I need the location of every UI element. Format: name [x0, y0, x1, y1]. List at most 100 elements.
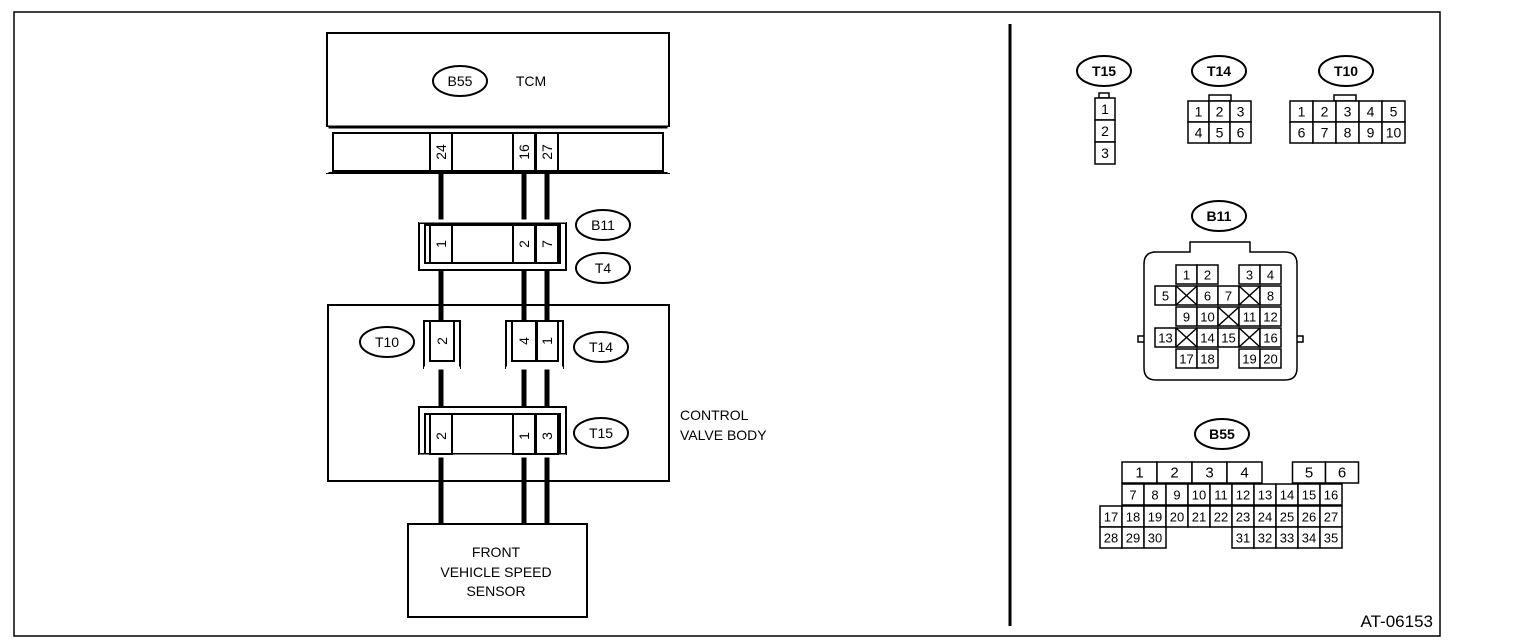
b55-face-pin-23: 23: [1236, 510, 1250, 525]
b11-face-pin-5: 5: [1162, 289, 1169, 304]
b11-face-pin-18-cell: [1196, 348, 1219, 369]
b11-pin-1: 1: [433, 240, 449, 248]
sensor-label-line2: VEHICLE SPEED: [440, 564, 551, 580]
t10-pin-2: 2: [434, 337, 450, 345]
sensor-label-line1: FRONT: [472, 544, 521, 560]
b55-face-pin-32: 32: [1258, 531, 1272, 546]
b11-face-pin-17: 17: [1179, 352, 1193, 367]
tcm-unit: 24 16 27 B55 TCM: [325, 32, 671, 174]
b55-face-pin-34: 34: [1302, 531, 1316, 546]
b55-face-pin-6-cell: [1324, 461, 1360, 484]
t15-face-pin-1: 1: [1101, 101, 1109, 117]
t10-face-pin-7: 7: [1321, 125, 1329, 141]
b55-face-pin-8: 8: [1151, 488, 1158, 503]
b55-face-pin-24: 24: [1258, 510, 1272, 525]
tcm-label: TCM: [516, 73, 546, 89]
b11-face-pin-16-cell: [1259, 327, 1282, 348]
b11-face-pin-11: 11: [1243, 310, 1257, 325]
b55-face-pin-6: 6: [1338, 465, 1346, 482]
t10-face-pin-10: 10: [1386, 125, 1402, 141]
b55-face-pin-5: 5: [1305, 465, 1313, 482]
b55-face-pin-29: 29: [1126, 531, 1140, 546]
t14-pin-1: 1: [539, 337, 555, 345]
t14-face-pin-1: 1: [1195, 104, 1203, 120]
b55-face-pin-10: 10: [1192, 488, 1206, 503]
b11-face-pin-3: 3: [1246, 268, 1253, 283]
b11-face-pin-14: 14: [1200, 331, 1214, 346]
t15-connector-label: T15: [589, 425, 613, 441]
b11-face-pin-20-cell: [1259, 348, 1282, 369]
t10-face-pin-3: 3: [1344, 104, 1352, 120]
b55-face-pin-26: 26: [1302, 510, 1316, 525]
b11-pin-2: 2: [516, 240, 532, 248]
b11-face-pin-4-cell: [1259, 264, 1282, 285]
t15-face-tag: [1076, 55, 1132, 87]
t14-connector-label: T14: [589, 339, 613, 355]
t10-face-pin-8: 8: [1344, 125, 1352, 141]
t10-face-pin-10-cell: [1381, 121, 1406, 144]
t14-face-tag: [1191, 55, 1247, 87]
t14-face-pin-6: 6: [1237, 125, 1245, 141]
sensor-label-line3: SENSOR: [466, 583, 525, 599]
b11-face-pin-12-cell: [1259, 306, 1282, 327]
b11-face-pin-12: 12: [1263, 310, 1277, 325]
t10-face-pin-9: 9: [1367, 125, 1375, 141]
b11-face-pin-13: 13: [1158, 331, 1172, 346]
b55-face-pin-31: 31: [1236, 531, 1250, 546]
t15-pin-1: 1: [516, 432, 532, 440]
b55-face-pin-25: 25: [1280, 510, 1294, 525]
b55-connector-label: B55: [448, 73, 473, 89]
b55-face-pin-9: 9: [1173, 488, 1180, 503]
t14-face-pin-2: 2: [1216, 104, 1224, 120]
t10-face-tag: [1318, 55, 1374, 87]
b55-face-pin-16-cell: [1319, 483, 1343, 506]
t15-face-pin-3-cell: [1094, 141, 1116, 165]
t15-face-label: T15: [1092, 63, 1116, 79]
t14-connector: 4 1 T14: [505, 320, 629, 370]
b11-face-pin-2-cell: [1196, 264, 1219, 285]
valve-body-label-line1: CONTROL: [680, 407, 749, 423]
t14-face-pin-3: 3: [1237, 104, 1245, 120]
t10-connector-label: T10: [375, 334, 399, 350]
t14-connector-tag: [573, 331, 629, 363]
b55-face-pin-4: 4: [1240, 465, 1248, 482]
b55-face-pin-30-cell: [1143, 526, 1167, 549]
t15-pin-3: 3: [539, 432, 555, 440]
b55-face-pin-4-cell: [1226, 461, 1263, 484]
b11-face-pin-19: 19: [1242, 352, 1256, 367]
b11-face-label: B11: [1207, 208, 1232, 224]
b55-face-pin-11: 11: [1214, 488, 1228, 503]
b55-face-pin-14: 14: [1280, 488, 1294, 503]
b55-face-pin-3: 3: [1205, 465, 1213, 482]
diagram-frame: [13, 11, 1441, 637]
b55-face-pin-33: 33: [1280, 531, 1294, 546]
b55-face-pin-1: 1: [1135, 465, 1143, 482]
b11-face-tag: [1191, 200, 1247, 232]
t15-face-pin-3: 3: [1101, 145, 1109, 161]
b11-face-pin-18: 18: [1200, 352, 1214, 367]
t10-face-pin-5: 5: [1390, 104, 1398, 120]
t10-face-pin-2: 2: [1321, 104, 1329, 120]
t14-face-pin-5: 5: [1216, 125, 1224, 141]
b55-face-pin-21: 21: [1192, 510, 1206, 525]
t14-face-label: T14: [1207, 63, 1231, 79]
t10-face-label: T10: [1334, 63, 1358, 79]
b55-face-pin-19: 19: [1148, 510, 1162, 525]
t15-connector-tag: [573, 417, 629, 449]
front-vehicle-speed-sensor: FRONT VEHICLE SPEED SENSOR: [407, 523, 588, 618]
t4-connector-tag: [575, 252, 631, 284]
figure-id: AT-06153: [1361, 612, 1433, 631]
t14-face-pin-6-cell: [1229, 121, 1252, 144]
t10-connector-tag: [359, 326, 415, 358]
b55-face-pin-28: 28: [1104, 531, 1118, 546]
tcm-pin-27: 27: [539, 144, 555, 160]
b55-face-label: B55: [1209, 426, 1235, 442]
b11-face-pin-8-cell: [1259, 285, 1282, 306]
b11-face-pin-8: 8: [1267, 289, 1274, 304]
t10-face-pin-4: 4: [1367, 104, 1375, 120]
t14-face-pin-4: 4: [1195, 125, 1203, 141]
b11-face-pin-10: 10: [1200, 310, 1214, 325]
b55-face-pin-27: 27: [1324, 510, 1338, 525]
